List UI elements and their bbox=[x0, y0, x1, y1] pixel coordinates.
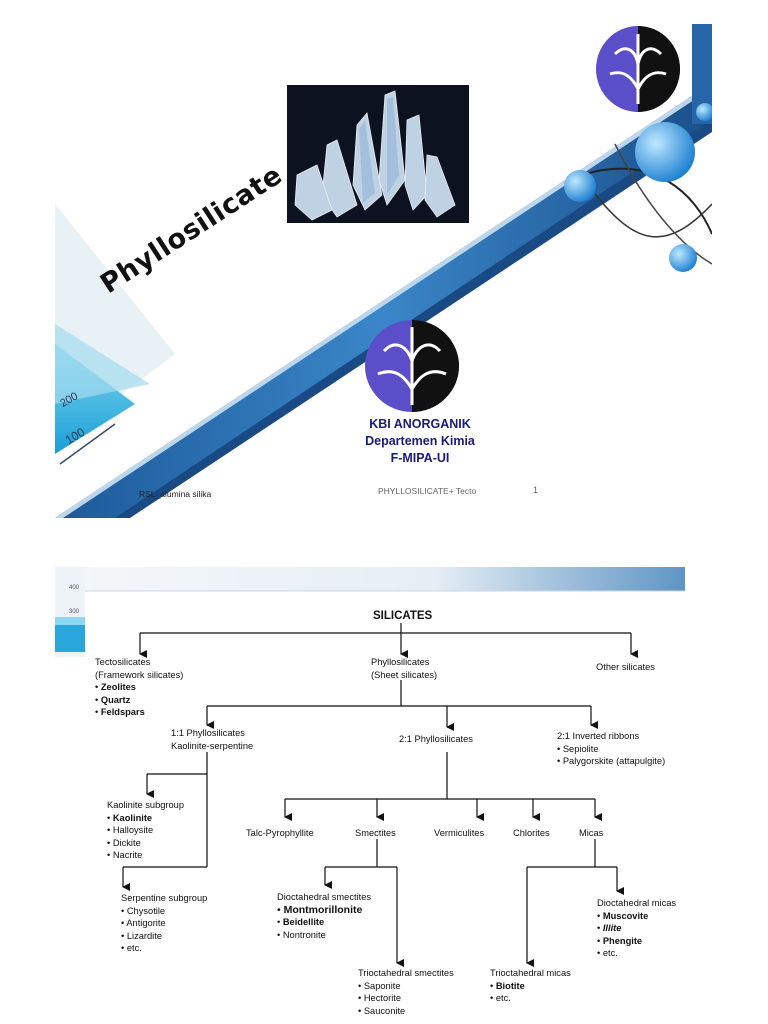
title-slide: 100 200 bbox=[55, 24, 712, 518]
trioct-smectites-title: Trioctahedral smectites bbox=[358, 968, 454, 978]
organization-block: KBI ANORGANIK Departemen Kimia F-MIPA-UI bbox=[345, 416, 495, 467]
dioct-smectites-item: • Montmorillonite bbox=[277, 903, 363, 916]
serpentine-item: • Chysotile bbox=[121, 905, 166, 916]
beaker-mark-400: 400 bbox=[69, 585, 80, 591]
dioct-micas-item: • Phengite bbox=[597, 935, 643, 946]
trioct-micas-item: • etc. bbox=[490, 993, 511, 1003]
quartz-crystal-image bbox=[287, 85, 469, 223]
serpentine-title: Serpentine subgroup bbox=[121, 893, 208, 903]
dioct-micas-item: • Muscovite bbox=[597, 910, 649, 921]
group-smectites: Smectites bbox=[355, 828, 396, 838]
kaolinite-subgroup-node: Kaolinite subgroup • Kaolinite • Halloys… bbox=[107, 799, 184, 862]
serpentine-item: • Lizardite bbox=[121, 930, 162, 941]
org-line-2: Departemen Kimia bbox=[365, 434, 475, 448]
tectosilicates-node: Tectosilicates (Framework silicates) • Z… bbox=[95, 656, 183, 719]
inverted-title: 2:1 Inverted ribbons bbox=[557, 731, 640, 741]
serpentine-item: • Antigorite bbox=[121, 918, 166, 928]
slide-number: 1 bbox=[533, 485, 539, 495]
two-one-phyllosilicates-node: 2:1 Phyllosilicates bbox=[399, 734, 473, 744]
tecto-item: • Feldspars bbox=[95, 707, 145, 717]
kaolinite-item: • Nacrite bbox=[107, 850, 143, 860]
header-strip bbox=[55, 567, 685, 592]
tecto-title: Tectosilicates bbox=[95, 657, 151, 667]
phyllo-title: Phyllosilicates bbox=[371, 657, 430, 667]
org-line-3: F-MIPA-UI bbox=[390, 451, 450, 465]
other-silicates-node: Other silicates bbox=[596, 662, 655, 672]
dioctahedral-micas-node: Dioctahedral micas • Muscovite • Illite … bbox=[597, 897, 676, 960]
group-micas: Micas bbox=[579, 828, 604, 838]
dioct-micas-item: • Illite bbox=[597, 923, 622, 933]
group-vermiculites: Vermiculites bbox=[434, 828, 485, 838]
molecule-graphic bbox=[564, 103, 712, 272]
tecto-item: • Zeolites bbox=[95, 682, 136, 692]
beaker-strip bbox=[55, 567, 85, 657]
tecto-item: • Quartz bbox=[95, 694, 131, 705]
trioct-micas-item: • Biotite bbox=[490, 980, 525, 991]
group-chlorites: Chlorites bbox=[513, 828, 550, 838]
kaolinite-item: • Halloysite bbox=[107, 825, 154, 835]
group-talc-pyrophyllite: Talc-Pyrophyllite bbox=[246, 828, 314, 838]
kaolinite-item: • Dickite bbox=[107, 837, 141, 848]
one-one-phyllosilicates-node: 1:1 Phyllosilicates Kaolinite-serpentine bbox=[171, 727, 253, 752]
org-line-1: KBI ANORGANIK bbox=[369, 417, 471, 431]
slide-background bbox=[55, 24, 712, 518]
dioctahedral-smectites-node: Dioctahedral smectites • Montmorillonite… bbox=[277, 891, 371, 941]
silicates-root-label: SILICATES bbox=[373, 610, 433, 622]
dioct-micas-title: Dioctahedral micas bbox=[597, 898, 677, 908]
footer-title: PHYLLOSILICATE+ Tecto bbox=[378, 486, 477, 496]
right-band bbox=[692, 24, 712, 124]
trioctahedral-smectites-node: Trioctahedral smectites • Saponite • Hec… bbox=[358, 967, 454, 1017]
trioctahedral-micas-node: Trioctahedral micas • Biotite • etc. bbox=[490, 967, 571, 1005]
kaolinite-item: • Kaolinite bbox=[107, 812, 153, 823]
trioct-smectites-item: • Hectorite bbox=[358, 993, 402, 1003]
university-logo-center-icon bbox=[365, 320, 459, 412]
one-one-title: 1:1 Phyllosilicates bbox=[171, 728, 245, 738]
dioct-smectites-item: • Beidellite bbox=[277, 917, 325, 927]
beaker-mark-300: 300 bbox=[69, 609, 80, 615]
phyllo-subtitle: (Sheet silicates) bbox=[371, 669, 438, 680]
inverted-item: • Sepiolite bbox=[557, 743, 599, 754]
dioct-micas-item: • etc. bbox=[597, 948, 618, 958]
tree-connectors bbox=[122, 623, 638, 967]
university-logo-icon bbox=[596, 26, 680, 112]
phyllosilicates-node: Phyllosilicates (Sheet silicates) bbox=[371, 656, 437, 681]
trioct-micas-title: Trioctahedral micas bbox=[490, 968, 571, 978]
dioct-smectites-item: • Nontronite bbox=[277, 929, 326, 940]
one-one-subtitle: Kaolinite-serpentine bbox=[171, 740, 254, 751]
dioct-smectites-title: Dioctahedral smectites bbox=[277, 892, 372, 902]
beaker-graphic bbox=[55, 204, 175, 465]
trioct-smectites-item: • Sauconite bbox=[358, 1005, 406, 1016]
kaolinite-title: Kaolinite subgroup bbox=[107, 800, 185, 810]
tecto-subtitle: (Framework silicates) bbox=[95, 669, 184, 680]
silicates-diagram-slide: 400 300 bbox=[55, 567, 685, 1024]
serpentine-subgroup-node: Serpentine subgroup • Chysotile • Antigo… bbox=[121, 892, 207, 955]
trioct-smectites-item: • Saponite bbox=[358, 980, 401, 991]
inverted-item: • Palygorskite (attapulgite) bbox=[557, 756, 666, 766]
footer-author: RSL_alumina silika bbox=[139, 489, 212, 499]
inverted-ribbons-node: 2:1 Inverted ribbons • Sepiolite • Palyg… bbox=[557, 730, 665, 768]
serpentine-item: • etc. bbox=[121, 943, 142, 953]
